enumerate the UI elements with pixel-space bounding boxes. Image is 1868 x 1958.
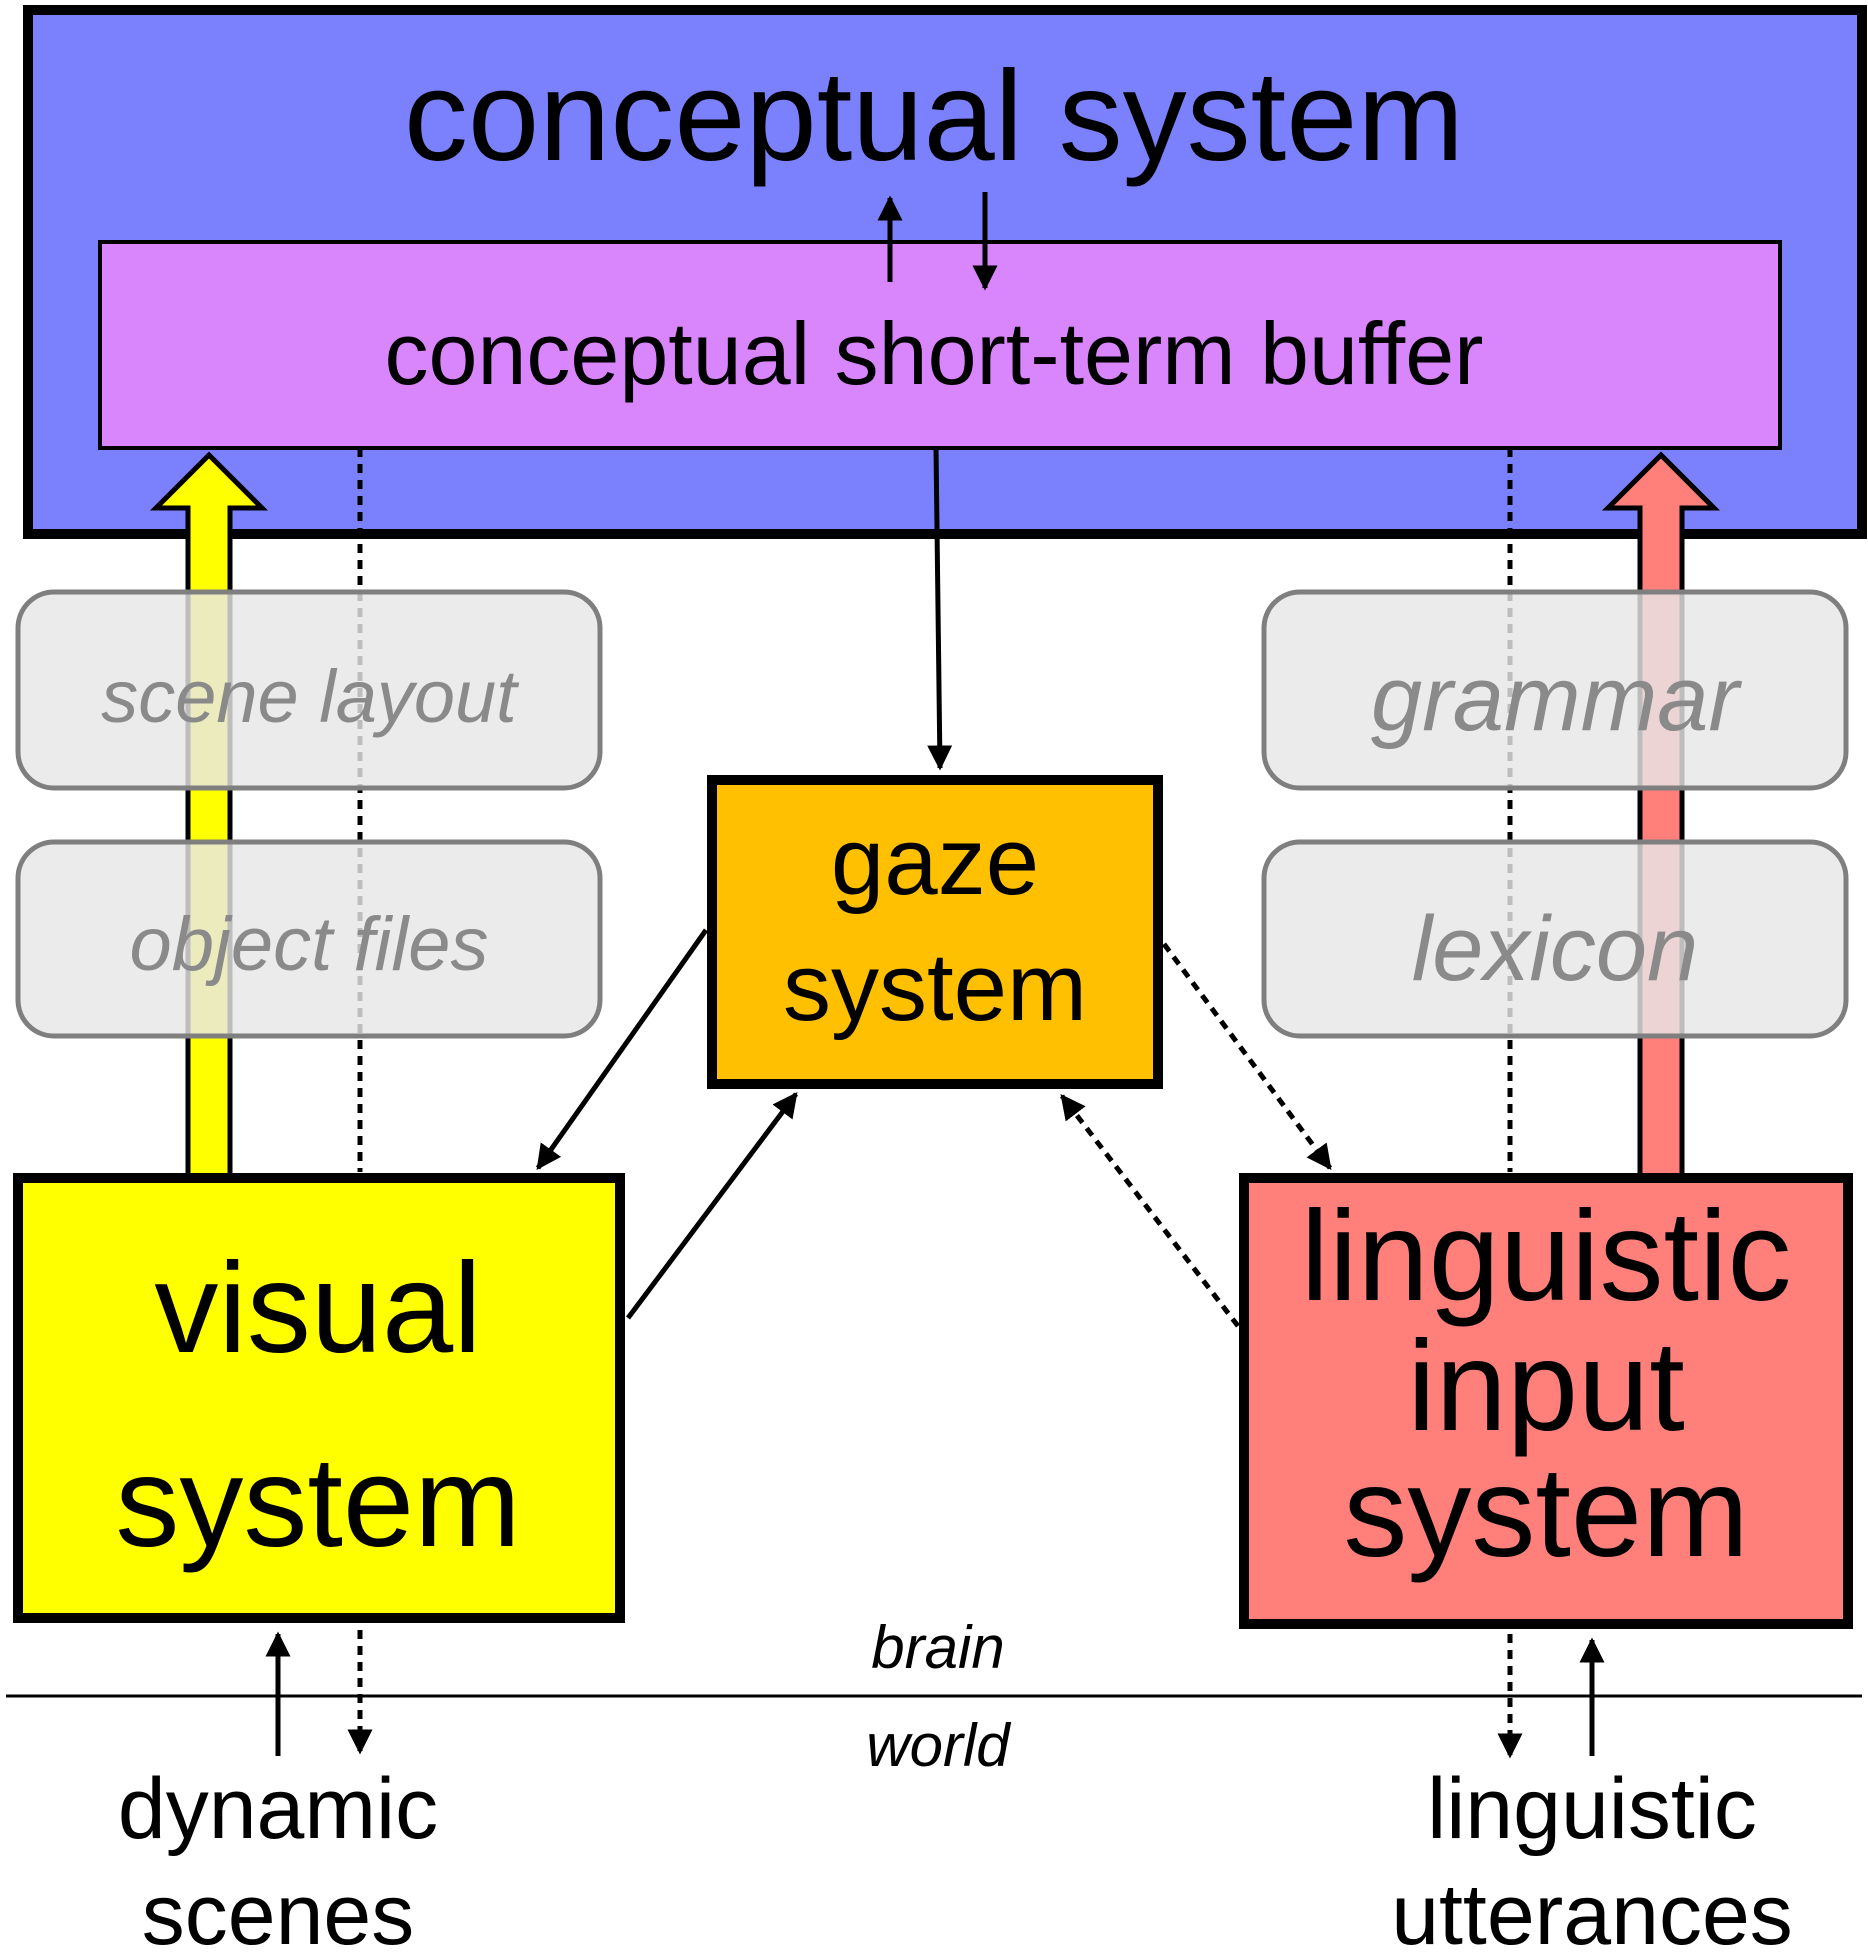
linguistic-system-line2: input xyxy=(1407,1315,1685,1458)
linguistic-utterances-line1: linguistic xyxy=(1427,1761,1757,1857)
linguistic-system-line1: linguistic xyxy=(1301,1185,1792,1328)
grammar-label: grammar xyxy=(1371,648,1742,750)
linguistic-to-gaze-dotted-arrow xyxy=(1060,1094,1240,1328)
object-files-label: object files xyxy=(129,902,488,987)
linguistic-to-buffer-arrow xyxy=(1601,451,1721,1181)
object-files-box: object files xyxy=(15,839,603,1039)
gaze-system-line1: gaze xyxy=(831,808,1039,915)
buffer-to-gaze-arrow xyxy=(927,447,953,771)
scene-layout-box: scene layout xyxy=(15,589,603,791)
visual-to-gaze-arrow xyxy=(626,1092,798,1320)
conceptual-system-title: conceptual system xyxy=(404,45,1464,188)
lexicon-box: lexicon xyxy=(1261,839,1849,1039)
brain-label: brain xyxy=(871,1614,1004,1681)
conceptual-buffer-box xyxy=(98,240,1782,450)
visual-system-line2: system xyxy=(115,1431,520,1574)
dynamic-scenes-line1: dynamic xyxy=(118,1761,438,1857)
gaze-to-visual-arrow xyxy=(535,928,709,1171)
visual-system-line1: visual xyxy=(154,1237,481,1380)
dynamic-scenes-line2: scenes xyxy=(142,1867,415,1958)
scene-layout-label: scene layout xyxy=(101,655,520,738)
grammar-box: grammar xyxy=(1261,589,1849,791)
linguistic-utterances-line2: utterances xyxy=(1391,1867,1793,1958)
gaze-to-linguistic-dotted-arrow xyxy=(1161,942,1333,1171)
linguistic-input-system-box xyxy=(1239,1173,1853,1629)
conceptual-buffer-title: conceptual short-term buffer xyxy=(385,304,1484,403)
linguistic-system-line3: system xyxy=(1343,1441,1748,1584)
visual-to-buffer-arrow xyxy=(149,451,269,1181)
visual-system-box xyxy=(13,1173,625,1623)
world-label: world xyxy=(866,1712,1011,1779)
lexicon-label: lexicon xyxy=(1412,898,1698,1000)
gaze-system-box xyxy=(707,775,1163,1089)
gaze-system-line2: system xyxy=(783,934,1087,1041)
